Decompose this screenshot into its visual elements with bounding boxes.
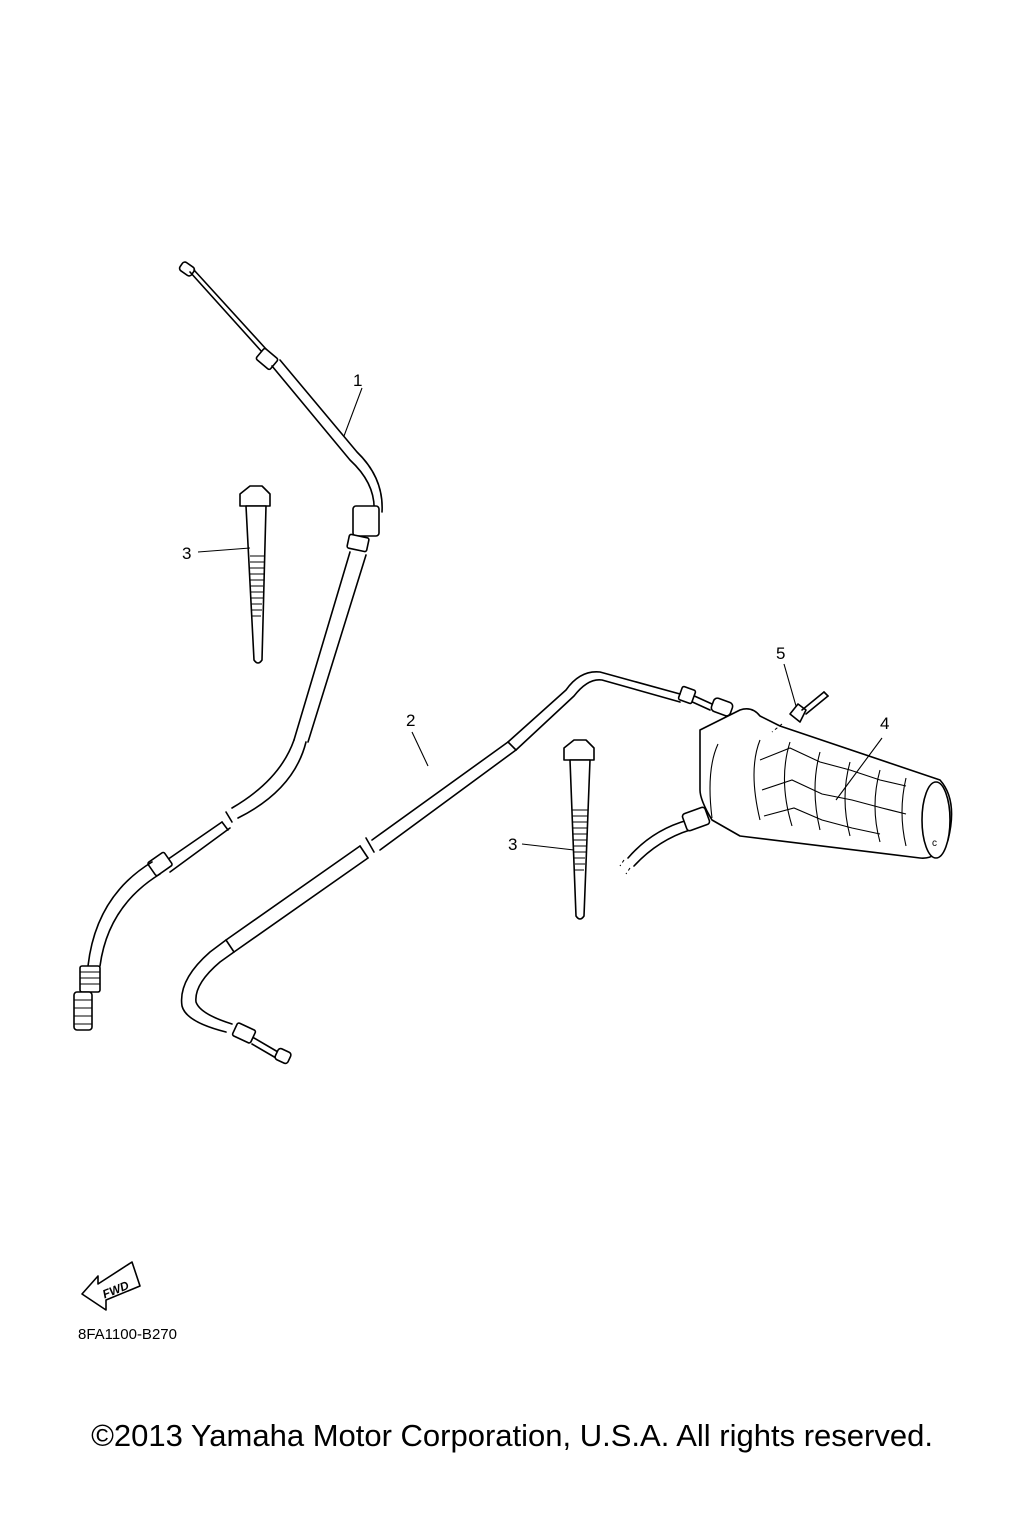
fwd-arrow-icon: FWD — [81, 1261, 141, 1311]
leader-lines — [197, 387, 883, 851]
cable-tie-3-left — [239, 485, 271, 664]
callout-5: 5 — [776, 644, 786, 663]
callout-3-left: 3 — [182, 544, 192, 563]
copyright-notice: ©2013 Yamaha Motor Corporation, U.S.A. A… — [91, 1418, 933, 1453]
throttle-cable-1 — [73, 261, 383, 1031]
callout-3-right: 3 — [508, 835, 518, 854]
pin-5 — [771, 691, 829, 733]
callout-1: 1 — [353, 371, 363, 390]
diagram-code: 8FA1100-B270 — [78, 1326, 177, 1343]
callout-2: 2 — [406, 711, 416, 730]
cable-tie-3-right — [563, 739, 595, 920]
cable-2 — [180, 671, 734, 1065]
throttle-grip-4: c — [619, 708, 953, 875]
callout-4: 4 — [880, 714, 890, 733]
svg-text:c: c — [932, 838, 937, 849]
